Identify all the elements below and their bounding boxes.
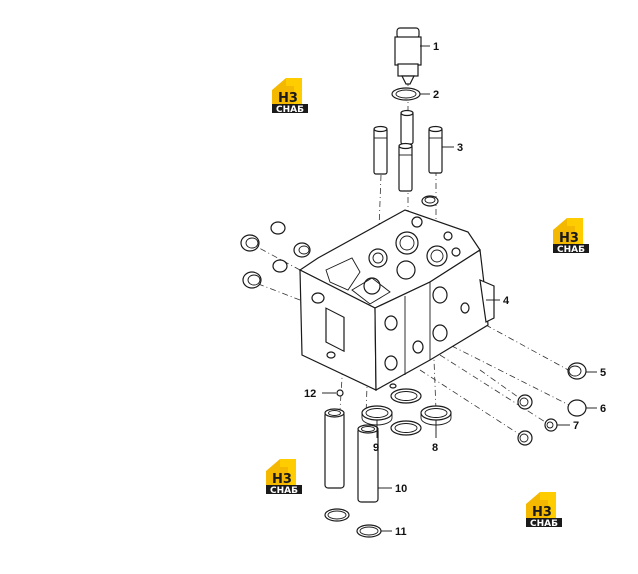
- side-plugs-left: [240, 221, 311, 289]
- small-cap: [421, 195, 439, 207]
- watermark-logo-1: H3 СНАБ: [272, 78, 308, 115]
- callout-4: 4: [503, 295, 510, 307]
- logo-mark: H3: [532, 505, 552, 520]
- callout-12: 12: [304, 388, 316, 400]
- injector-sleeve-right: [357, 424, 379, 503]
- dowel-pin: [336, 389, 344, 397]
- watermark-logo-4: H3 СНАБ: [526, 492, 562, 529]
- callout-10: 10: [395, 483, 407, 495]
- o-rings-bottom: [324, 508, 382, 538]
- callout-9: 9: [373, 442, 379, 454]
- valve-guide-left: [373, 125, 388, 175]
- logo-mark: H3: [559, 231, 579, 246]
- side-plugs-right: [517, 362, 587, 446]
- injector-sleeve-left: [324, 408, 345, 489]
- callout-numbers: 1 2 3 4 5 6 7 8 9 10 11 12: [304, 41, 606, 538]
- callout-3: 3: [457, 142, 463, 154]
- logo-text: СНАБ: [270, 486, 298, 496]
- cylinder-head: [298, 209, 495, 392]
- callout-11: 11: [395, 526, 407, 538]
- injector-nozzle: [394, 27, 422, 85]
- callout-7: 7: [573, 420, 579, 432]
- valve-guide-right: [428, 125, 443, 174]
- logo-text: СНАБ: [557, 245, 585, 255]
- o-ring-top: [391, 87, 421, 101]
- logo-mark: H3: [272, 472, 292, 487]
- callout-1: 1: [433, 41, 439, 53]
- callout-5: 5: [600, 367, 606, 379]
- logo-text: СНАБ: [530, 519, 558, 529]
- watermark-logo-2: H3 СНАБ: [553, 218, 589, 255]
- callout-6: 6: [600, 403, 606, 415]
- watermark-logo-3: H3 СНАБ: [266, 459, 302, 496]
- valve-guide-center: [398, 142, 413, 192]
- logo-mark: H3: [278, 91, 298, 106]
- callout-8: 8: [432, 442, 438, 454]
- leader-lines: [322, 45, 597, 532]
- callout-2: 2: [433, 89, 439, 101]
- logo-text: СНАБ: [276, 105, 304, 115]
- valve-seat-rings: [361, 383, 452, 436]
- valve-guide-center-upper: [400, 109, 414, 145]
